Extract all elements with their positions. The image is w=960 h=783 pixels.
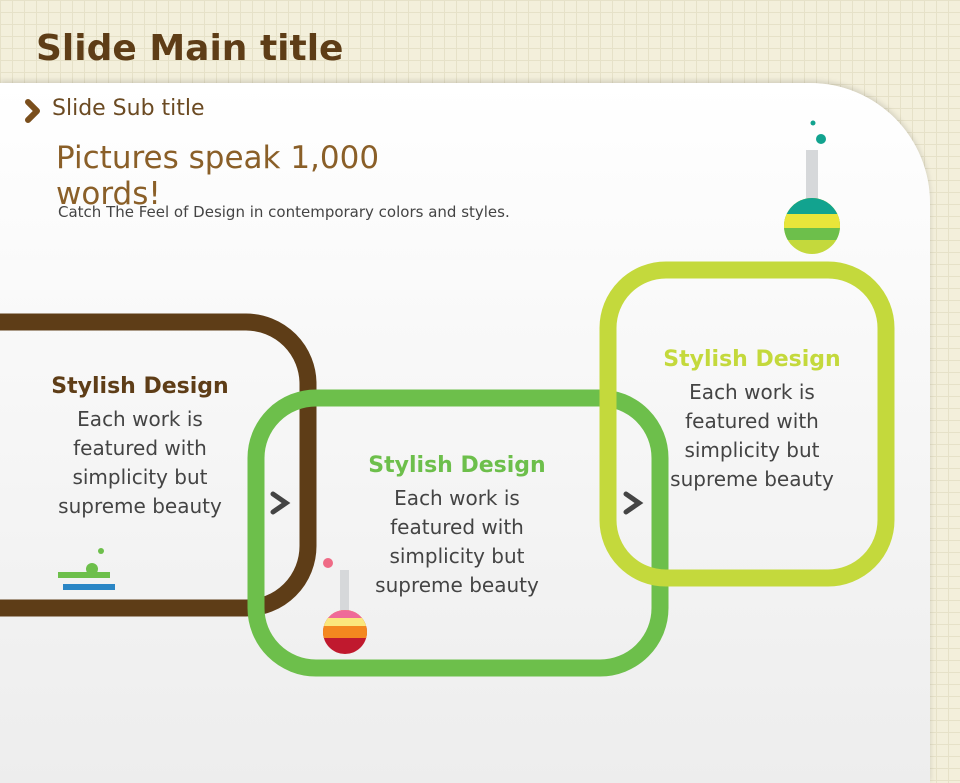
card-heading: Stylish Design	[51, 374, 229, 399]
card-lime: Stylish Design Each work is featured wit…	[652, 347, 852, 494]
chevron-right-icon	[25, 99, 40, 123]
diagram	[0, 120, 895, 677]
card-heading: Stylish Design	[663, 347, 841, 372]
caption: Catch The Feel of Design in contemporary…	[58, 203, 510, 221]
card-body: Each work is featured with simplicity bu…	[375, 486, 539, 597]
headline: Pictures speak 1,000 words!	[56, 140, 380, 212]
green-frame	[247, 389, 669, 677]
card-body: Each work is featured with simplicity bu…	[58, 407, 222, 518]
arrow-icon	[623, 491, 644, 515]
book-stack-icon	[58, 548, 115, 590]
card-heading: Stylish Design	[368, 453, 546, 478]
card-brown: Stylish Design Each work is featured wit…	[40, 374, 240, 521]
slide-main-title: Slide Main title	[36, 28, 344, 69]
card-body: Each work is featured with simplicity bu…	[670, 380, 834, 491]
flask-green-icon	[784, 120, 840, 254]
card-green: Stylish Design Each work is featured wit…	[357, 453, 557, 600]
arrow-icon	[270, 491, 291, 515]
brown-frame	[0, 313, 317, 617]
slide-subtitle: Slide Sub title	[52, 96, 205, 121]
lime-frame	[599, 261, 895, 587]
